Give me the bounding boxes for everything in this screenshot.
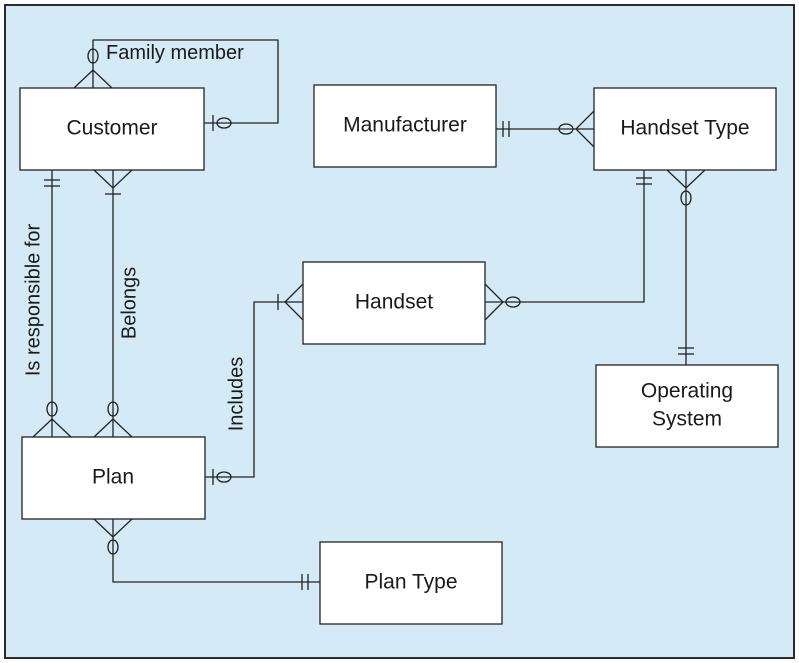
mandatory-one-customer-responsible (44, 179, 60, 187)
optional-one-plan-includes (212, 469, 232, 485)
crowfoot-optional-many-handset-right (484, 283, 521, 321)
crowfoot-optional-many-handset-type-left (558, 110, 595, 148)
crowfoot-optional-many-plan-belongs (93, 401, 133, 438)
entity-handset-type-label: Handset Type (620, 117, 749, 140)
mandatory-one-operating-system (678, 347, 694, 355)
entity-operating-system: Operating System (595, 364, 779, 448)
entity-operating-system-label-line2: System (652, 408, 722, 431)
rel-label-belongs: Belongs (118, 267, 140, 339)
crowfoot-mandatory-many-handset-left (277, 283, 304, 321)
mandatory-one-plan-type (301, 574, 309, 590)
crowfoot-optional-many-family-top (73, 48, 113, 89)
rel-label-is-responsible-for: Is responsible for (22, 224, 44, 377)
rel-label-family-member: Family member (106, 42, 244, 64)
entity-plan-type-label: Plan Type (364, 571, 457, 594)
crowfoot-optional-many-handset-type-os (666, 169, 706, 206)
entity-customer-label: Customer (66, 117, 157, 140)
entity-operating-system-label-line1: Operating (641, 380, 733, 403)
mandatory-one-manufacturer (502, 121, 510, 137)
entity-handset: Handset (302, 261, 486, 345)
rel-line-family-member (92, 39, 279, 124)
optional-one-family-right (212, 115, 232, 131)
crowfoot-mandatory-many-customer-belongs (93, 169, 133, 195)
entity-plan: Plan (21, 436, 206, 520)
crowfoot-optional-many-plan-bottom (93, 518, 133, 555)
entity-plan-type: Plan Type (319, 541, 503, 625)
mandatory-one-handset-type-bottom (636, 177, 652, 185)
entity-manufacturer: Manufacturer (313, 84, 497, 168)
entity-handset-type: Handset Type (593, 87, 777, 171)
entity-handset-label: Handset (355, 291, 433, 314)
rel-label-includes: Includes (225, 357, 247, 432)
crowfoot-optional-many-plan-responsible (32, 401, 72, 438)
entity-customer: Customer (19, 87, 205, 171)
entity-plan-label: Plan (92, 466, 134, 489)
rel-line-handset-type-handset (485, 170, 645, 303)
entity-manufacturer-label: Manufacturer (343, 114, 467, 137)
